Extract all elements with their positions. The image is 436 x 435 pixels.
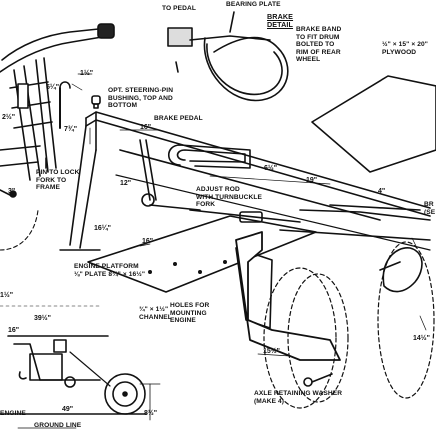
brake-pedal-label: BRAKE PEDAL bbox=[154, 115, 203, 122]
rear-wheel-left bbox=[263, 267, 349, 409]
main-frame bbox=[59, 111, 431, 251]
dim-7-75: 7¾" bbox=[64, 126, 78, 133]
engine-platform-label: ENGINE PLATFORM ⅛" PLATE 8¼" × 16½" bbox=[74, 263, 146, 278]
axle-plate bbox=[235, 231, 341, 361]
bearing-plate-label: BEARING PLATE bbox=[226, 1, 281, 8]
dimension-leaders bbox=[71, 73, 427, 357]
dim-19: 19" bbox=[306, 177, 318, 184]
dim-3: 3" bbox=[8, 188, 16, 195]
dim-2-5: 2½" bbox=[2, 114, 16, 121]
dim-16-25: 16¼" bbox=[94, 225, 111, 232]
dim-16-a: 16" bbox=[140, 124, 152, 131]
brake-band-label: BRAKE BAND TO FIT DRUM BOLTED TO RIM OF … bbox=[296, 26, 342, 64]
partial-right-label: BR (SE bbox=[424, 201, 436, 216]
side-view bbox=[0, 305, 161, 429]
dim-12: 12" bbox=[120, 180, 132, 187]
dim-5-25: 5¼" bbox=[46, 84, 60, 91]
dim-1-5-left: 1½" bbox=[0, 292, 14, 299]
steering-pin-bushing bbox=[91, 95, 101, 109]
to-pedal-label: TO PEDAL bbox=[162, 5, 197, 12]
front-wheel-outline bbox=[0, 209, 39, 251]
adjust-rod-label: ADJUST ROD WITH TURNBUCKLE FORK bbox=[196, 186, 262, 209]
axle-washer-label: AXLE RETAINING WASHER (MAKE 4) bbox=[254, 390, 343, 405]
dim-6-5: 6½" bbox=[264, 165, 278, 172]
plywood-seat bbox=[311, 75, 436, 173]
axle-washer bbox=[303, 373, 333, 387]
handlebar-fork bbox=[0, 23, 115, 198]
dim-39-5: 39½" bbox=[34, 315, 51, 322]
lock-pin bbox=[45, 81, 71, 169]
engine-platform bbox=[87, 215, 317, 293]
dim-16-c: 16" bbox=[8, 327, 20, 334]
dim-4: 4" bbox=[378, 188, 386, 195]
brake-pedal bbox=[139, 139, 201, 211]
dim-15-5: 15½" bbox=[263, 348, 280, 355]
dim-1-5-top: 1½" bbox=[80, 70, 94, 77]
ground-line-label: GROUND LINE bbox=[34, 422, 82, 429]
dim-16-b: 16" bbox=[142, 238, 154, 245]
brake-detail bbox=[167, 11, 289, 102]
channel-bracket bbox=[235, 247, 273, 329]
dim-49: 49" bbox=[62, 406, 74, 413]
holes-label: HOLES FOR MOUNTING ENGINE bbox=[170, 302, 210, 325]
dim-14-5: 14½" bbox=[413, 335, 430, 342]
channel-label: ¾" × 1½" CHANNEL bbox=[139, 306, 172, 321]
brake-detail-label: BRAKE DETAIL bbox=[267, 12, 294, 30]
engine-label: ENGINE bbox=[0, 410, 26, 417]
adjust-rod bbox=[189, 209, 301, 223]
mounting-holes bbox=[148, 260, 227, 274]
dim-8-5: 8½" bbox=[144, 410, 158, 417]
steering-pin-label: OPT. STEERING-PIN BUSHING, TOP AND BOTTO… bbox=[108, 87, 174, 110]
rear-wheel-right bbox=[377, 241, 435, 399]
plywood-label: ½" × 15" × 20" PLYWOOD bbox=[382, 41, 428, 56]
rear-brake-band bbox=[379, 247, 423, 293]
pin-to-lock-label: PIN TO LOCK FORK TO FRAME bbox=[36, 169, 80, 192]
